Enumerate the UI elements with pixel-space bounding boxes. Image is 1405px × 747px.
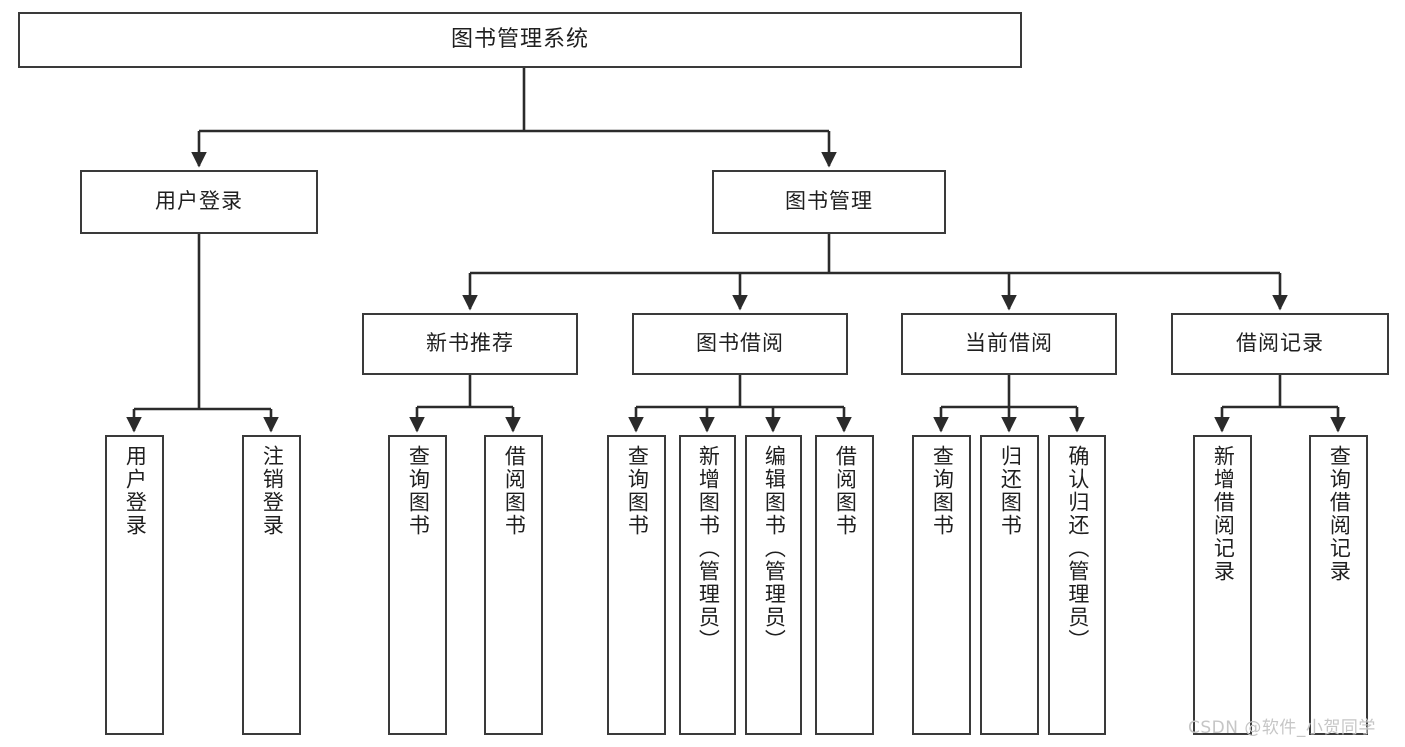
node-leaf-edit-book[interactable]: 编辑图书（管理员）	[745, 435, 802, 735]
leaf-label: 借阅图书	[502, 445, 527, 537]
node-root[interactable]: 图书管理系统	[18, 12, 1022, 68]
leaf-label: 确认归还（管理员）	[1065, 445, 1090, 652]
node-book-manage[interactable]: 图书管理	[712, 170, 946, 234]
node-leaf-user-login[interactable]: 用户登录	[105, 435, 164, 735]
leaf-label: 注销登录	[260, 445, 285, 537]
node-current-borrow[interactable]: 当前借阅	[901, 313, 1117, 375]
leaf-label: 查询图书	[406, 445, 431, 537]
leaf-label: 查询借阅记录	[1327, 445, 1352, 583]
leaf-label: 归还图书	[998, 445, 1023, 537]
node-leaf-confirm-return[interactable]: 确认归还（管理员）	[1048, 435, 1106, 735]
node-leaf-borrow-book-2[interactable]: 借阅图书	[815, 435, 874, 735]
node-leaf-query-book-1[interactable]: 查询图书	[388, 435, 447, 735]
node-leaf-query-record[interactable]: 查询借阅记录	[1309, 435, 1368, 735]
node-borrow-record[interactable]: 借阅记录	[1171, 313, 1389, 375]
node-book-borrow[interactable]: 图书借阅	[632, 313, 848, 375]
csdn-watermark: CSDN @软件_小贺同学	[1188, 718, 1376, 738]
node-leaf-add-record[interactable]: 新增借阅记录	[1193, 435, 1252, 735]
leaf-label: 查询图书	[930, 445, 955, 537]
node-new-book-recommend[interactable]: 新书推荐	[362, 313, 578, 375]
node-leaf-add-book[interactable]: 新增图书（管理员）	[679, 435, 736, 735]
node-leaf-query-book-3[interactable]: 查询图书	[912, 435, 971, 735]
node-leaf-borrow-book-1[interactable]: 借阅图书	[484, 435, 543, 735]
leaf-label: 编辑图书（管理员）	[762, 445, 787, 652]
node-leaf-query-book-2[interactable]: 查询图书	[607, 435, 666, 735]
node-user-login[interactable]: 用户登录	[80, 170, 318, 234]
leaf-label: 借阅图书	[833, 445, 858, 537]
leaf-label: 查询图书	[625, 445, 650, 537]
node-leaf-logout-login[interactable]: 注销登录	[242, 435, 301, 735]
leaf-label: 新增图书（管理员）	[696, 445, 721, 652]
leaf-label: 新增借阅记录	[1211, 445, 1236, 583]
node-leaf-return-book[interactable]: 归还图书	[980, 435, 1039, 735]
leaf-label: 用户登录	[123, 445, 148, 537]
